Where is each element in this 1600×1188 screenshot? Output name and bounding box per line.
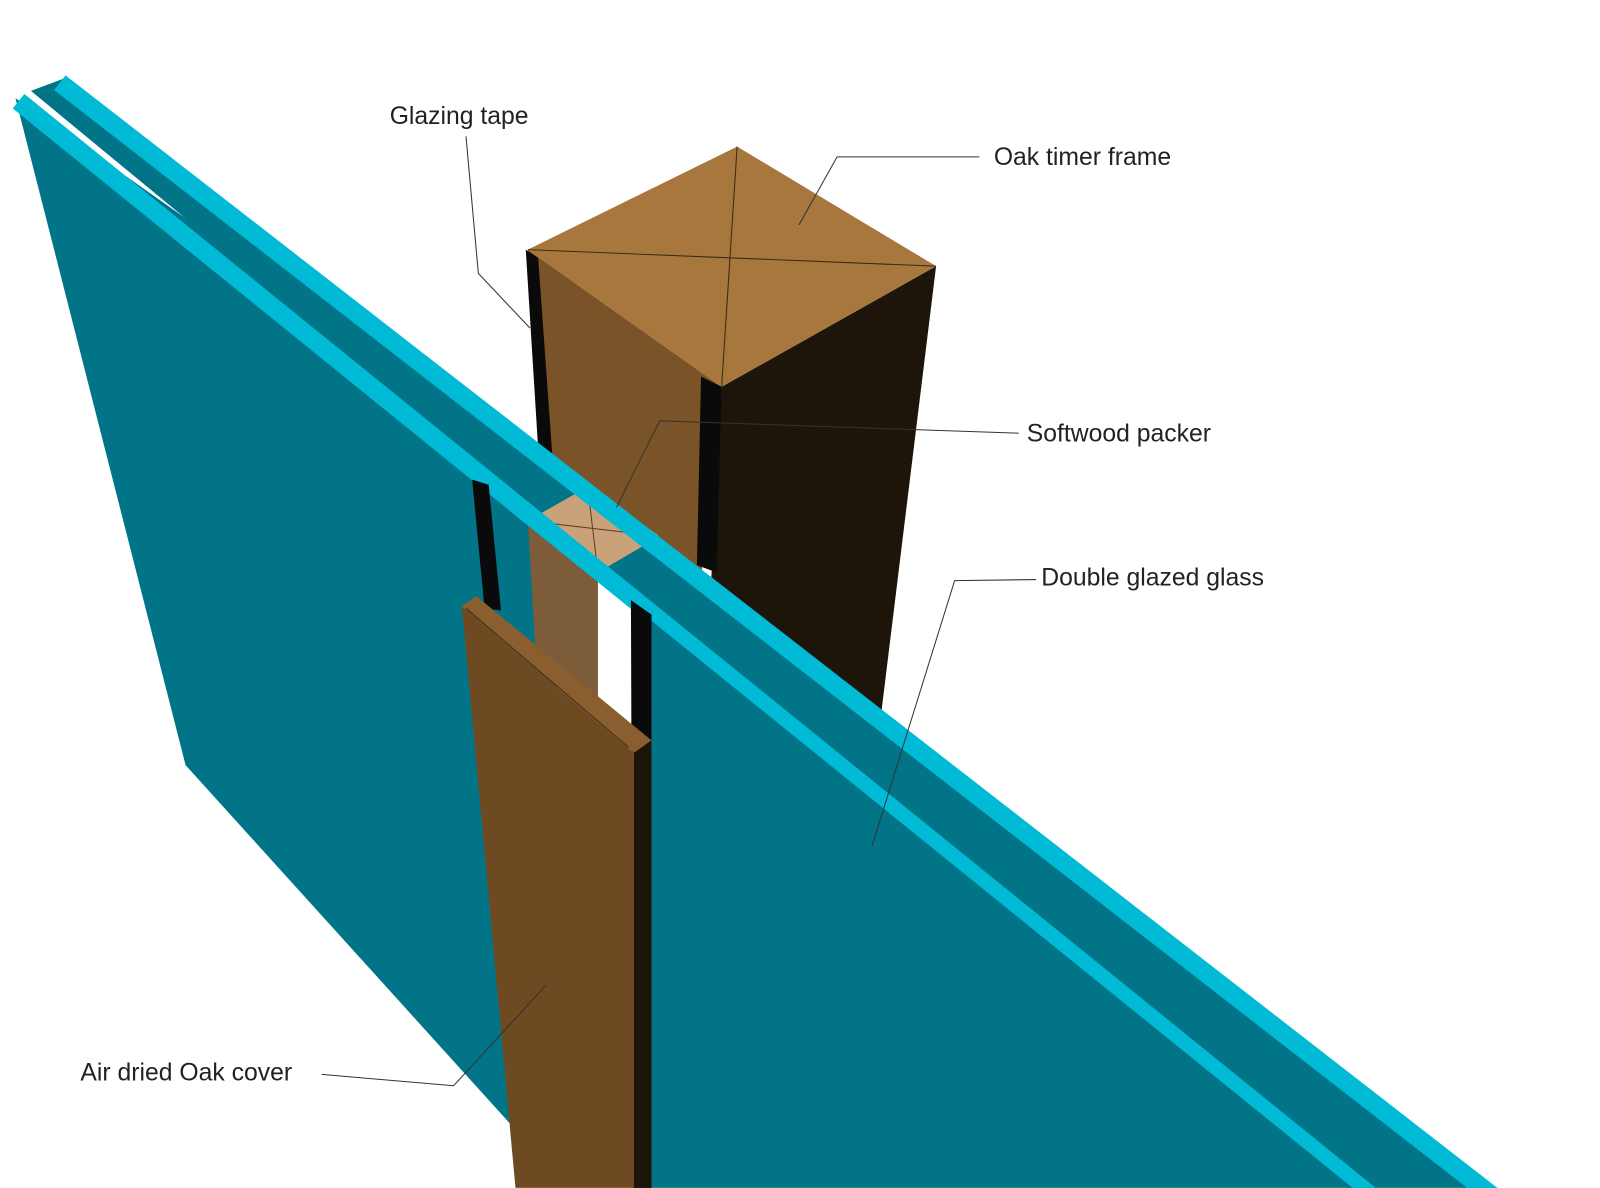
label-glazing-tape: Glazing tape bbox=[390, 103, 529, 130]
right-glass-pane bbox=[651, 620, 1353, 1188]
glazing-tape-front bbox=[696, 376, 722, 573]
leader-oak-frame bbox=[798, 156, 980, 226]
air-dried-oak-cover bbox=[461, 596, 652, 1188]
glazing-tape-back bbox=[525, 249, 553, 459]
label-softwood-packer: Softwood packer bbox=[1027, 420, 1211, 447]
left-glass-pane bbox=[15, 98, 578, 1124]
leader-glazing-tape bbox=[465, 136, 531, 329]
oak-timber-frame bbox=[527, 146, 937, 712]
leader-oak-cover bbox=[321, 984, 547, 1087]
leader-softwood-packer bbox=[616, 420, 1019, 508]
label-oak-frame: Oak timer frame bbox=[994, 144, 1171, 171]
label-double-glazed-glass: Double glazed glass bbox=[1041, 565, 1264, 592]
glass-edge-front bbox=[12, 94, 1376, 1188]
glazing-tape-left bbox=[472, 479, 502, 611]
glass-edge-back bbox=[54, 75, 1498, 1188]
leader-glass bbox=[871, 579, 1037, 846]
label-oak-cover: Air dried Oak cover bbox=[80, 1060, 292, 1087]
